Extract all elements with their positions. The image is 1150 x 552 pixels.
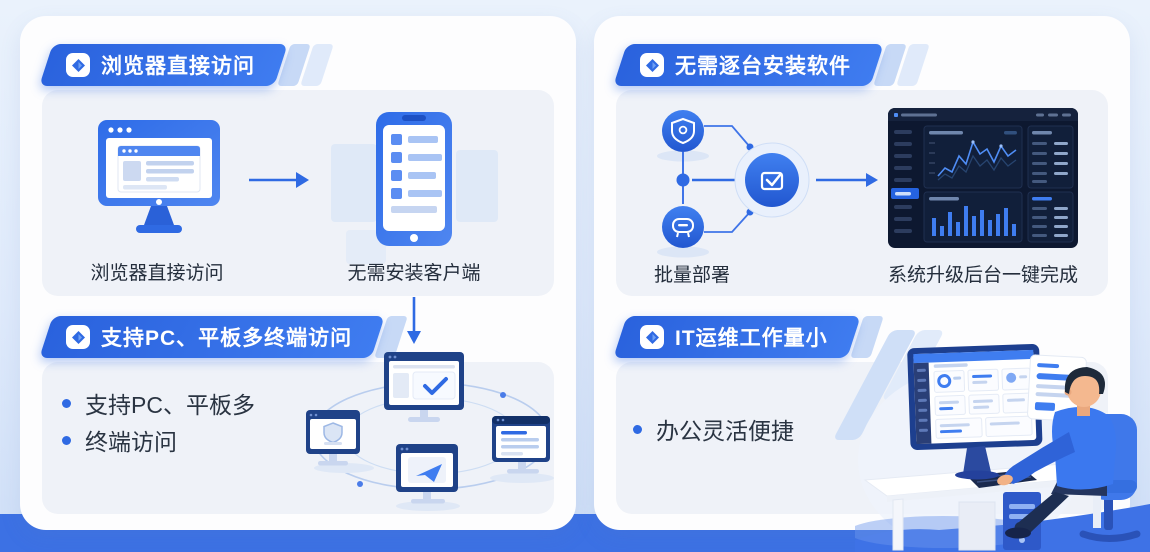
desktop-browser-icon [98,120,220,233]
ghost-window-shape [456,150,498,222]
item-label: 浏览器直接访问 [90,263,224,284]
dashboard-screenshot [888,108,1078,248]
checkbox-circle-icon [734,142,810,218]
device-network-illustration [306,352,554,511]
feature-header-browser-access: 浏览器直接访问 [39,44,334,86]
feature-header-multi-terminal: 支持PC、平板多终端访问 [39,316,408,358]
feature-header-no-install: 无需逐台安装软件 [613,44,930,86]
diamond-icon [66,53,90,77]
deployment-flow-illustration [657,110,878,258]
bullet-dot-icon [62,398,71,408]
arrow-down-icon [407,297,421,344]
bullet-text: 终端访问 [85,429,177,455]
diamond-icon [66,325,90,349]
bullet-item: 支持PC、平板多 [62,386,255,420]
shield-circle-icon [662,110,704,152]
ghost-window-shape [331,144,377,222]
multi-terminal-card [42,362,554,514]
chat-circle-icon [662,206,704,248]
result-label: 系统升级后台一键完成 [887,265,1078,286]
person-at-desk-illustration [855,343,1150,552]
feature-header-label: 浏览器直接访问 [101,55,255,78]
bullet-dot-icon [62,435,71,445]
item-label: 无需安装客户端 [347,263,481,284]
bullet-text: 支持PC、平板多 [85,392,255,418]
bullet-item: 终端访问 [62,423,177,457]
flow-label: 批量部署 [653,265,730,286]
feature-header-it-ops: IT运维工作量小 [613,316,884,358]
feature-header-label: 无需逐台安装软件 [675,55,851,78]
bullet-dot-icon [633,424,642,434]
feature-header-label: 支持PC、平板多终端访问 [101,327,353,350]
arrow-right-icon [249,172,309,188]
feature-header-label: IT运维工作量小 [675,327,828,350]
smartphone-icon [376,112,452,246]
bullet-text: 办公灵活便捷 [656,418,794,444]
bullet-item: 办公灵活便捷 [633,412,794,446]
diamond-icon [640,325,664,349]
diamond-icon [640,53,664,77]
